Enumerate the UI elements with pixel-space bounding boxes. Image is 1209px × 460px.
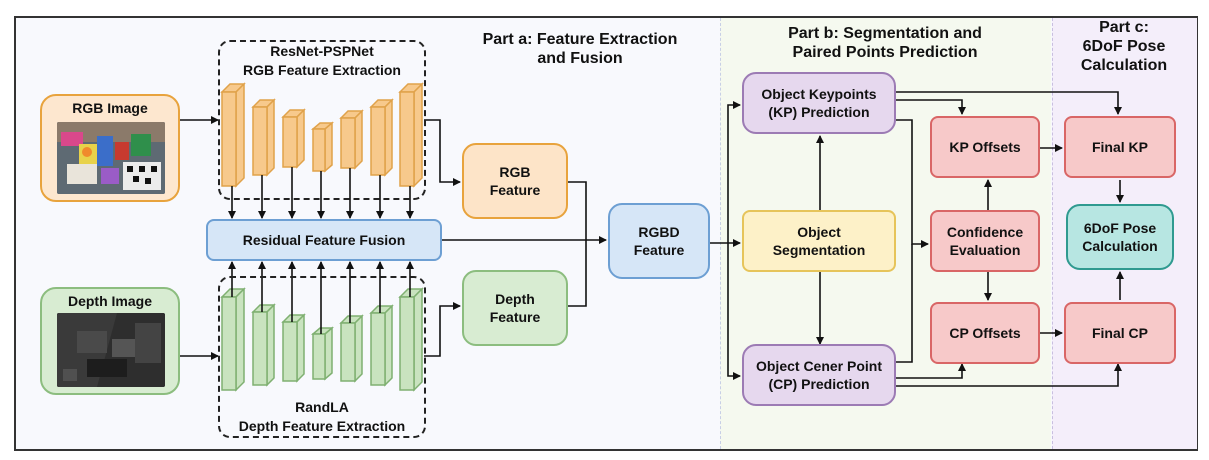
- part-c-line1: Part c:: [1099, 19, 1149, 36]
- depth-image-caption: Depth Image: [67, 293, 152, 309]
- rgb-layer-1: [220, 82, 246, 188]
- rgb-layer-3: [281, 108, 306, 169]
- part-b-line2: Paired Points Prediction: [792, 44, 978, 61]
- pose-line1: 6DoF Pose: [1083, 220, 1157, 236]
- kp-prediction-node: Object Keypoints (KP) Prediction: [742, 72, 896, 134]
- final-kp-node: Final KP: [1064, 116, 1176, 178]
- rgb-encoder-line2: RGB Feature Extraction: [243, 62, 401, 78]
- depth-feature-line2: Feature: [489, 309, 541, 325]
- cp-offsets-label: CP Offsets: [949, 325, 1021, 341]
- cp-prediction-line1: Object Cener Point: [755, 358, 883, 374]
- depth-encoder-line1: RandLA: [295, 399, 349, 415]
- rgb-layer-5: [339, 109, 364, 170]
- segmentation-line2: Segmentation: [772, 242, 866, 258]
- depth-encoder-line2: Depth Feature Extraction: [238, 418, 406, 434]
- final-cp-node: Final CP: [1064, 302, 1176, 364]
- depth-feature-line1: Depth: [495, 291, 535, 307]
- rgb-image-caption: RGB Image: [72, 100, 148, 116]
- confidence-line1: Confidence: [946, 224, 1024, 240]
- rgb-feature-line2: Feature: [489, 182, 541, 198]
- depth-image-box: Depth Image: [40, 287, 180, 395]
- final-cp-label: Final CP: [1091, 325, 1148, 341]
- depth-layer-1: [220, 287, 246, 392]
- depth-encoder-label: RandLA Depth Feature Extraction: [218, 398, 426, 436]
- cp-prediction-line2: (CP) Prediction: [768, 376, 870, 392]
- kp-offsets-node: KP Offsets: [930, 116, 1040, 178]
- rgb-image-thumbnail: [57, 122, 165, 194]
- depth-encoder-layers: [220, 287, 424, 392]
- rgb-layer-4: [310, 121, 335, 173]
- depth-encoder-box: [218, 276, 426, 438]
- kp-prediction-line1: Object Keypoints: [761, 86, 877, 102]
- rgb-feature-line1: RGB: [499, 164, 531, 180]
- cp-offsets-node: CP Offsets: [930, 302, 1040, 364]
- rgb-scene-image: [57, 122, 165, 194]
- kp-prediction-line2: (KP) Prediction: [768, 104, 870, 120]
- final-kp-label: Final KP: [1091, 139, 1148, 155]
- part-b-line1: Part b: Segmentation and: [788, 25, 982, 42]
- rgb-feature-node: RGB Feature: [462, 143, 568, 219]
- residual-feature-fusion: Residual Feature Fusion: [206, 219, 442, 261]
- part-a-line1: Part a: Feature Extraction: [482, 31, 678, 48]
- depth-layer-6: [369, 304, 394, 387]
- rgb-encoder-box: [218, 40, 426, 200]
- rgbd-feature-node: RGBD Feature: [608, 203, 710, 279]
- rgbd-feature-line1: RGBD: [638, 224, 680, 240]
- part-c-line2: 6DoF Pose: [1082, 38, 1166, 55]
- rgb-layer-2: [251, 98, 276, 177]
- depth-layer-3: [281, 313, 306, 383]
- part-c-line3: Calculation: [1080, 57, 1168, 74]
- rgb-image-box: RGB Image: [40, 94, 180, 202]
- rgb-layer-6: [369, 98, 394, 177]
- rgb-encoder-label: ResNet-PSPNet RGB Feature Extraction: [218, 42, 426, 80]
- depth-scene-image: [57, 313, 165, 387]
- part-c-heading: Part c: 6DoF Pose Calculation: [1052, 18, 1196, 75]
- cp-prediction-node: Object Cener Point (CP) Prediction: [742, 344, 896, 406]
- rgb-encoder-layers: [220, 82, 424, 188]
- part-a-heading: Part a: Feature Extraction and Fusion: [440, 30, 720, 68]
- rgb-layer-7: [398, 82, 424, 188]
- pose-line2: Calculation: [1082, 238, 1158, 254]
- depth-layer-5: [339, 314, 364, 383]
- part-b-heading: Part b: Segmentation and Paired Points P…: [722, 24, 1048, 62]
- rgb-encoder-line1: ResNet-PSPNet: [270, 43, 374, 59]
- arrows: [180, 91, 1124, 387]
- part-a-line2: and Fusion: [537, 50, 623, 67]
- rgbd-feature-line2: Feature: [633, 242, 685, 258]
- kp-offsets-label: KP Offsets: [949, 139, 1021, 155]
- depth-layer-7: [398, 287, 424, 392]
- fusion-label: Residual Feature Fusion: [242, 232, 406, 248]
- depth-image-thumbnail: [57, 313, 165, 387]
- segmentation-line1: Object: [797, 224, 841, 240]
- confidence-line2: Evaluation: [949, 242, 1021, 258]
- depth-layer-2: [251, 303, 276, 387]
- depth-layer-4: [310, 326, 335, 381]
